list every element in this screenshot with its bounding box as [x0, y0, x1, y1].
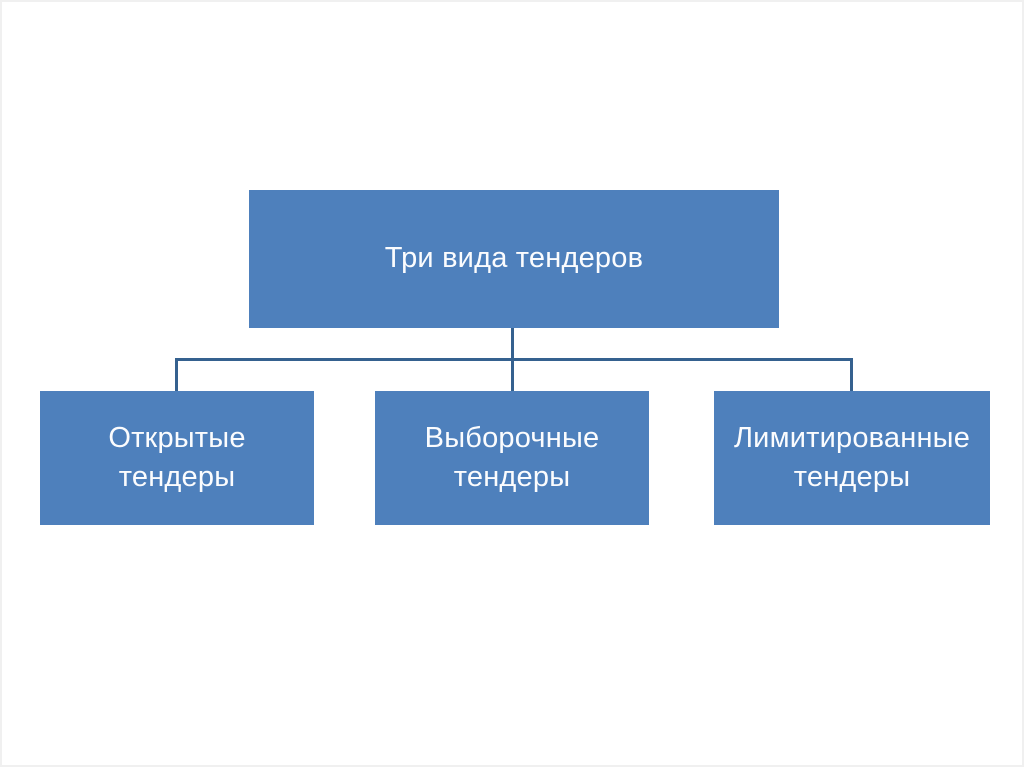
connector-left-drop	[175, 358, 178, 391]
diagram-node-root-label: Три вида тендеров	[384, 242, 644, 275]
diagram-node-selective-tenders-label: Выборочные тендеры	[424, 421, 600, 493]
connector-horizontal-rail	[175, 358, 853, 361]
diagram-node-selective-tenders: Выборочные тендеры	[375, 391, 649, 525]
connector-right-drop	[850, 358, 853, 391]
diagram-node-root: Три вида тендеров	[249, 190, 779, 328]
diagram-node-limited-tenders-label: Лимитированные тендеры	[733, 421, 971, 493]
diagram-node-limited-tenders: Лимитированные тендеры	[714, 391, 990, 525]
diagram-node-open-tenders-label: Открытые тендеры	[108, 421, 246, 493]
diagram-node-open-tenders: Открытые тендеры	[40, 391, 314, 525]
